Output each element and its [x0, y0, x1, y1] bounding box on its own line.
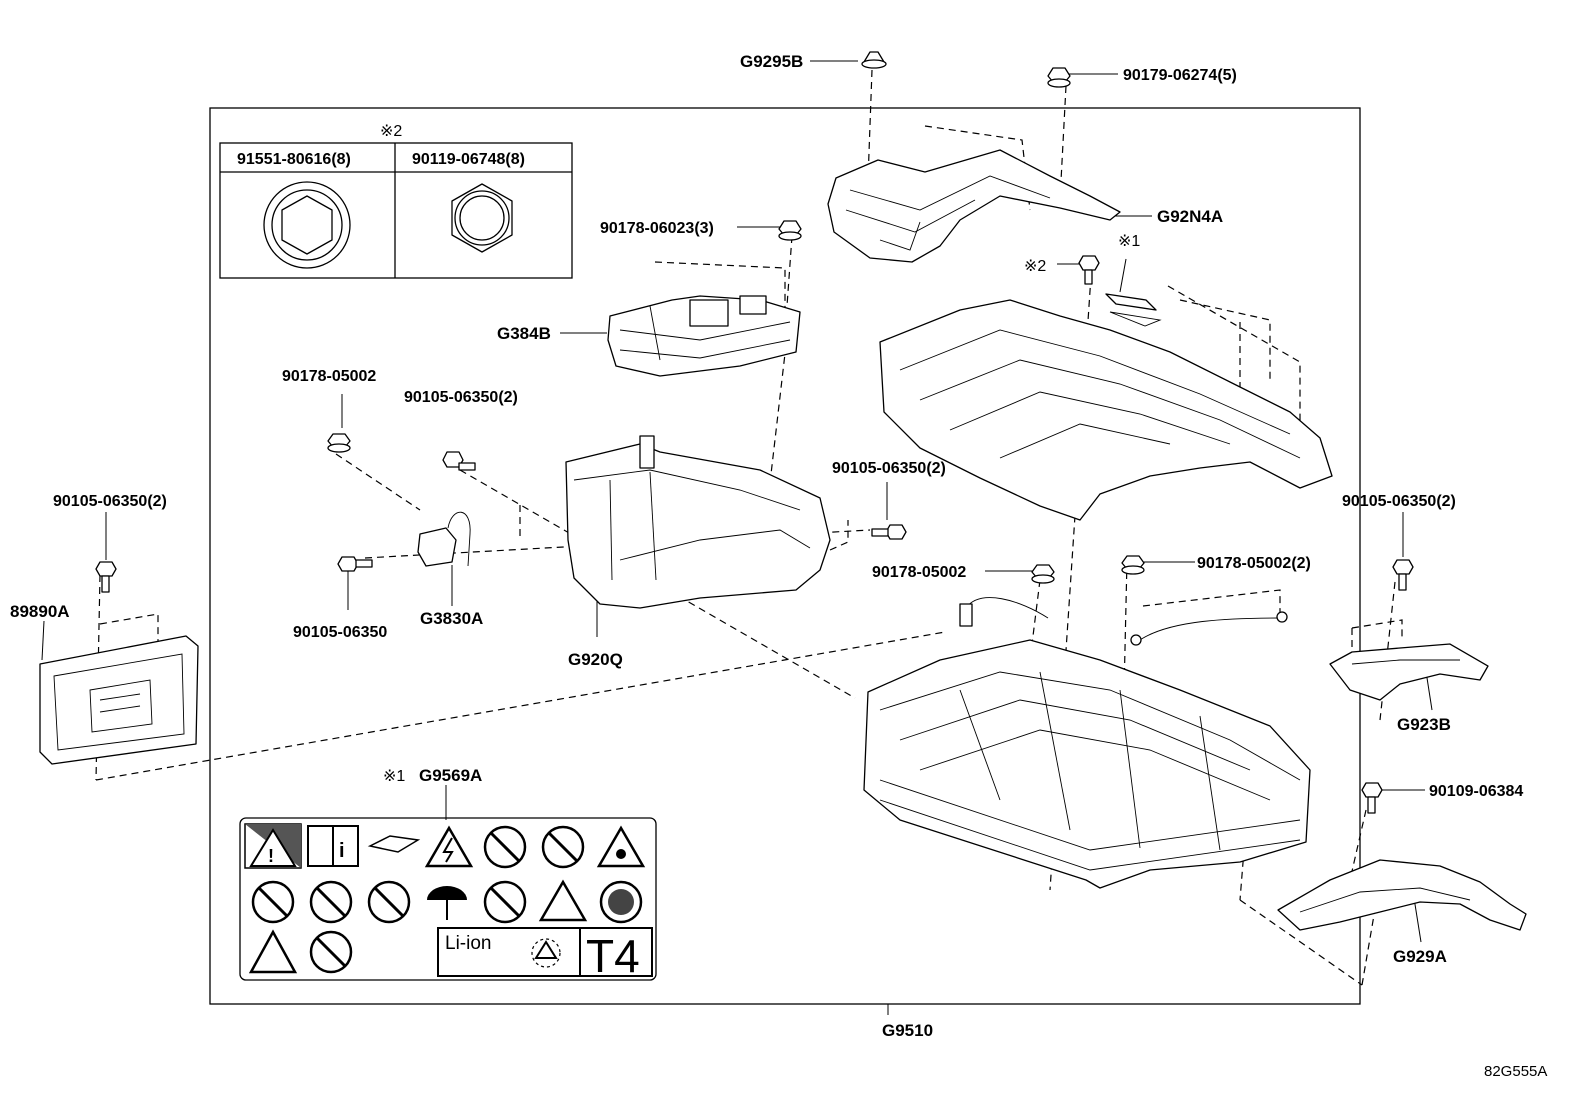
bolt-icon-90105-c [95, 561, 117, 593]
battery-type-text: Li-ion [445, 933, 491, 954]
socket-bolt-icon [263, 181, 351, 269]
class-code-text: T4 [586, 930, 640, 982]
label-90179-06274: 90179-06274(5) [1123, 67, 1237, 84]
bracket-tray-g920q [565, 435, 831, 609]
corrosive-icon [538, 879, 588, 922]
no-touch-icon [483, 825, 527, 869]
explosive-icon [248, 929, 298, 974]
battery-module-g9510 [863, 639, 1311, 889]
bolt-table: ※2 91551-80616(8) 90119-06748(8) [219, 123, 573, 279]
bolt-icon-note2 [1078, 255, 1100, 285]
no-drop-icon [367, 880, 411, 924]
label-90105-06350-b: 90105-06350(2) [832, 460, 946, 477]
warning-icon: ! [244, 823, 302, 869]
junction-block-g384b [607, 295, 801, 377]
diagram-id: 82G555A [1484, 1063, 1547, 1080]
svg-text:!: ! [268, 846, 274, 866]
svg-text:i: i [339, 840, 345, 862]
label-90178-05002-b: 90178-05002 [872, 564, 966, 581]
label-g9510: G9510 [882, 1021, 933, 1040]
warning-label-g9569a: ! i [239, 817, 657, 982]
label-g3830a: G3830A [420, 609, 483, 628]
hex-nut-icon [451, 183, 513, 253]
manual-icon: i [307, 825, 359, 867]
no-disassemble-icon [251, 880, 295, 924]
label-89890a: 89890A [10, 602, 70, 621]
battery-cell-icon [367, 835, 421, 853]
nut-icon-90178-06023 [778, 220, 802, 241]
recycle-icon [531, 938, 561, 968]
label-g92n4a: G92N4A [1157, 207, 1223, 226]
label-g384b: G384B [497, 324, 551, 343]
label-90178-05002-c: 90178-05002(2) [1197, 555, 1311, 572]
nut-icon-90178-05002-right [1121, 555, 1145, 575]
nut-icon-90178-05002-mid [1031, 564, 1055, 584]
gasket-strip [1105, 293, 1157, 311]
bracket-g923b [1329, 643, 1489, 701]
no-children-icon [309, 930, 353, 974]
label-note1-a: ※1 [1118, 233, 1140, 250]
bolt-icon-90105-b [871, 524, 907, 540]
keep-dry-icon [427, 886, 467, 920]
label-g929a: G929A [1393, 947, 1447, 966]
bolt-table-col-2: 90119-06748(8) [412, 151, 525, 168]
nut-icon-90178-05002-left [327, 433, 351, 453]
bracket-g929a [1277, 859, 1527, 931]
leader-lines [41, 60, 1433, 1015]
bolt-icon-90105-a [442, 451, 476, 471]
battery-lower-cover [879, 299, 1333, 521]
no-water-icon [483, 880, 527, 924]
nut-icon-90179 [1047, 67, 1071, 88]
high-voltage-icon [424, 825, 474, 868]
label-g9295b: G9295B [740, 52, 803, 71]
label-90105-06350-c: 90105-06350(2) [53, 493, 167, 510]
assembly-frame [209, 107, 1361, 1005]
label-note2: ※2 [1024, 258, 1046, 275]
upper-cover-g92n4a [827, 149, 1121, 263]
no-crush-icon [599, 880, 643, 924]
flammable-icon [596, 825, 646, 868]
bolt-icon-g9295b [861, 51, 887, 69]
label-90178-05002-a: 90178-05002 [282, 368, 376, 385]
ecu-89890a [39, 635, 199, 765]
label-90178-06023: 90178-06023(3) [600, 220, 714, 237]
bolt-table-col-1: 91551-80616(8) [237, 151, 351, 168]
label-g9569a: G9569A [419, 766, 482, 785]
sensor-g3830a [417, 511, 471, 567]
label-g923b: G923B [1397, 715, 1451, 734]
bolt-icon-90105-d [1392, 559, 1414, 591]
wire-harness-center [959, 597, 1049, 627]
label-90105-06350-d: 90105-06350(2) [1342, 493, 1456, 510]
no-short-circuit-icon [309, 880, 353, 924]
no-fire-icon [541, 825, 585, 869]
bolt-icon-90109 [1361, 782, 1383, 814]
label-90105-06350-e: 90105-06350 [293, 624, 387, 641]
label-90109-06384: 90109-06384 [1429, 783, 1523, 800]
label-g920q: G920Q [568, 650, 623, 669]
label-90105-06350-a: 90105-06350(2) [404, 389, 518, 406]
wire-harness-right [1130, 611, 1288, 646]
bolt-icon-90105-e [337, 556, 373, 572]
bolt-table-note: ※2 [380, 123, 402, 140]
label-note1-b: ※1 [383, 768, 405, 785]
